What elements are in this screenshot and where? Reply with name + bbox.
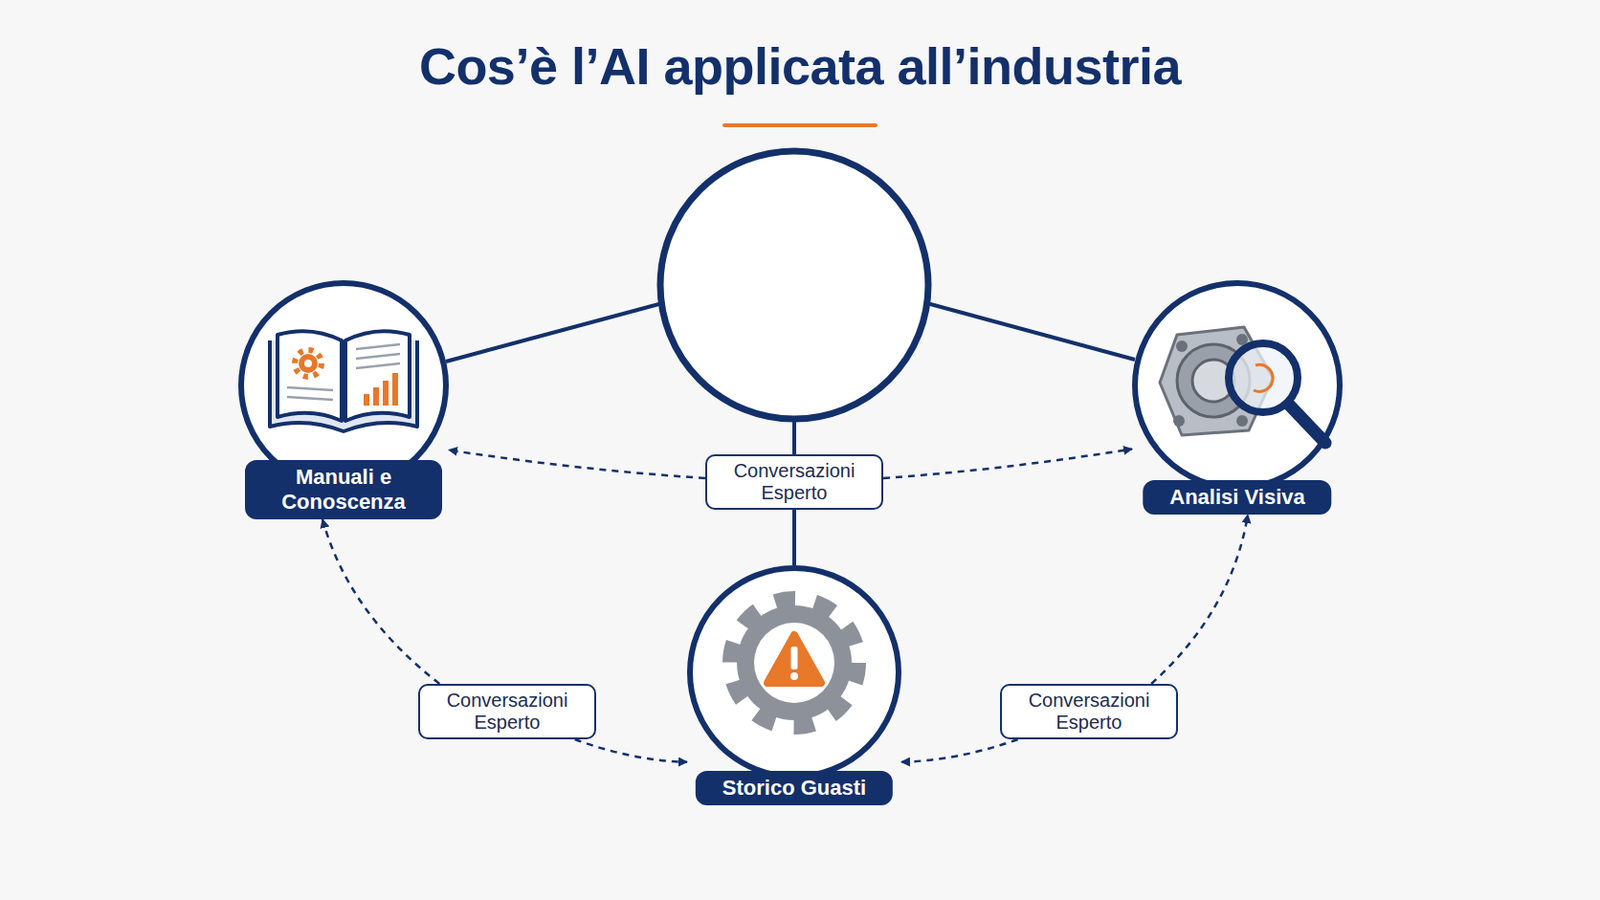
dashed-arrow	[1151, 514, 1248, 685]
conversation-label: Conversazioni Esperto	[435, 689, 579, 734]
gear-warning-icon	[731, 600, 858, 727]
topic-label: Storico Guasti	[722, 776, 867, 801]
conversation-box: Conversazioni Esperto	[1000, 684, 1178, 740]
dashed-arrow	[448, 450, 706, 479]
conversation-label: Conversazioni Esperto	[722, 460, 867, 505]
topic-label-pill: Analisi Visiva	[1142, 480, 1332, 515]
topic-circle: Analisi Visiva	[1132, 280, 1343, 515]
link-line	[792, 510, 797, 566]
circle-outline	[687, 565, 902, 806]
dashed-arrow	[322, 519, 440, 685]
title-underline	[722, 123, 878, 128]
link-line	[792, 419, 797, 456]
ai-head-icon	[660, 151, 929, 429]
dashed-arrow	[901, 739, 1019, 763]
diagram-title: Cos’è l’AI applicata all’industria	[0, 36, 1600, 96]
conversation-box: Conversazioni Esperto	[705, 454, 884, 511]
conversation-box: Conversazioni Esperto	[418, 684, 597, 740]
topic-label-pill: Storico Guasti	[695, 771, 893, 806]
topic-circle: Manuali e Conoscenza	[238, 280, 449, 520]
topic-label: Analisi Visiva	[1169, 485, 1305, 511]
topic-circle: Storico Guasti	[687, 565, 902, 806]
topic-label-pill: Manuali e Conoscenza	[244, 460, 443, 520]
book-icon	[269, 331, 418, 432]
topic-label: Manuali e Conoscenza	[271, 465, 416, 515]
conversation-label: Conversazioni Esperto	[1017, 689, 1161, 734]
dashed-arrow	[575, 739, 688, 763]
bearing-magnifier-icon	[1159, 327, 1326, 444]
dashed-arrow	[883, 448, 1133, 479]
